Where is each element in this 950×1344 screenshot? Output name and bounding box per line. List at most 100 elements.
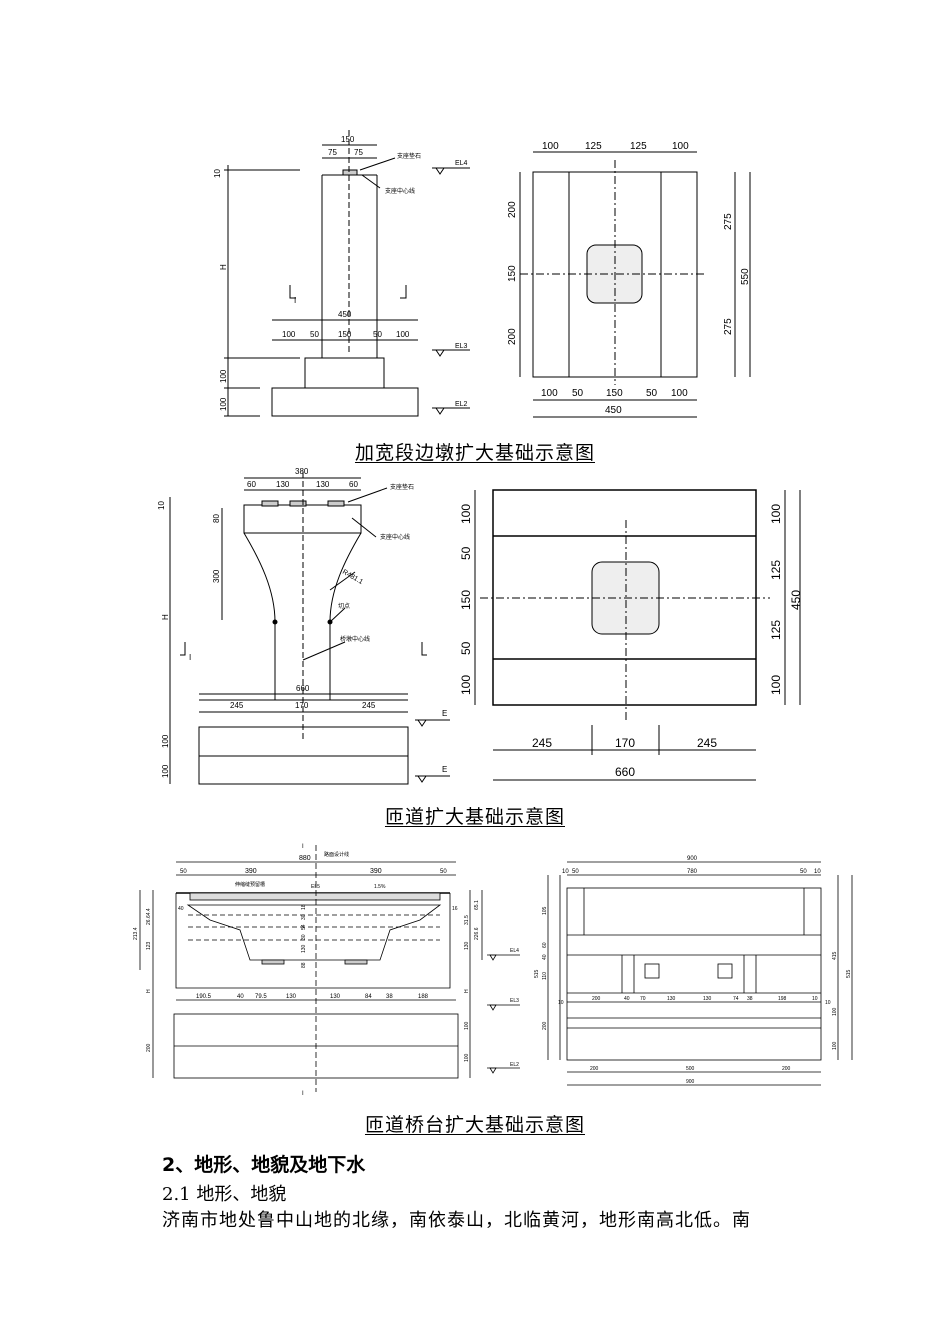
f2-dim-side-80: 80 — [212, 514, 221, 523]
f1r-bot-4: 100 — [671, 388, 688, 399]
f3r-mid-1: 40 — [624, 996, 630, 1002]
f1-dim-base-2: 150 — [338, 330, 352, 339]
f2r-left-0: 100 — [459, 504, 473, 524]
f3r-bot-1: 500 — [686, 1066, 695, 1072]
f1-el-mid: EL3 — [455, 343, 468, 350]
f2-label-bearing-pad: 支座垫石 — [390, 483, 414, 491]
figure-3-caption: 匝道桥台扩大基础示意图 — [364, 1114, 585, 1136]
figure-abutment-widening: 150 75 75 支座垫石 支座中心线 EL4 EL3 EL2 10 H 10… — [213, 130, 751, 418]
f1r-top-3: 100 — [672, 141, 689, 152]
f3-base-3: 130 — [286, 994, 297, 1000]
f2-el-mark-a: E — [442, 709, 447, 718]
f3-left-1: 26.64.4 — [146, 908, 152, 925]
f3-base-4: 130 — [330, 994, 341, 1000]
f3-left-4: H — [146, 989, 152, 993]
f1r-top-2: 125 — [630, 141, 647, 152]
figure-2-caption: 匝道扩大基础示意图 — [384, 806, 565, 828]
f1-dim-base-0: 100 — [282, 330, 296, 339]
f3r-left-5: 10 — [558, 1000, 564, 1006]
f2r-bot-total: 660 — [615, 765, 635, 779]
f2-label-pier-center: 桥墩中心线 — [340, 635, 370, 643]
f3r-left-6: 200 — [542, 1021, 548, 1030]
f3-right-0: 16 — [452, 906, 458, 912]
section-subheading: 2.1 地形、地貌 — [162, 1184, 287, 1205]
f3r-top-4: 10 — [814, 869, 821, 875]
f3-el-2: EL2 — [510, 1062, 519, 1068]
f2-dim-side-top: 10 — [157, 501, 166, 510]
f3-center-2: 54 — [301, 924, 307, 930]
f1-el-bot: EL2 — [455, 401, 468, 408]
f3r-right-3: 100 — [832, 1007, 838, 1016]
f3-dim-top-1: 390 — [245, 868, 257, 875]
f1-dim-base-3: 50 — [373, 330, 382, 339]
f3-dim-top-0: 50 — [180, 869, 187, 875]
section-heading: 2、地形、地貌及地下水 — [162, 1154, 366, 1176]
f3-center-3: 30 — [301, 934, 307, 940]
f3r-mid-2: 70 — [640, 996, 646, 1002]
f3r-bot-2: 200 — [782, 1066, 791, 1072]
f3-center-0: 18 — [301, 904, 307, 910]
f2r-left-4: 100 — [459, 675, 473, 695]
f2-dim-base-total: 660 — [296, 684, 310, 693]
plan-view — [547, 861, 853, 1086]
f2-dim-base-0: 245 — [230, 701, 244, 710]
f3-right-2: 65.1 — [474, 900, 480, 910]
f3r-mid-7: 198 — [778, 996, 787, 1002]
f3r-top-1: 50 — [572, 869, 579, 875]
f1r-top-1: 125 — [585, 141, 602, 152]
f3-base-5: 84 — [365, 994, 372, 1000]
f3-base-7: 188 — [418, 994, 429, 1000]
elevation-view — [169, 472, 450, 785]
f2r-right-0: 100 — [769, 504, 783, 524]
f3r-top-3: 50 — [800, 869, 807, 875]
f2r-bot-2: 245 — [697, 736, 717, 750]
f1-label-bearing-center: 支座中心线 — [385, 187, 415, 195]
f3-el-1: EL3 — [510, 998, 519, 1004]
f3-label-el5: EL5 — [311, 884, 320, 890]
f3r-left-0: 105 — [542, 906, 548, 915]
f2r-bot-1: 170 — [615, 736, 635, 750]
f3-label-design-line: 路面设计线 — [324, 851, 349, 858]
f2-dim-top-total: 380 — [295, 467, 309, 476]
f3r-left-3: 515 — [534, 969, 540, 978]
f1r-top-0: 100 — [542, 141, 559, 152]
f3r-mid-0: 200 — [592, 996, 601, 1002]
section-paragraph: 济南市地处鲁中山地的北缘，南依泰山，北临黄河，地形南高北低。南 — [162, 1210, 751, 1231]
f1-dim-side-h: H — [219, 264, 228, 270]
f2-label-radius: R481.1 — [341, 569, 364, 586]
f1-dim-side-100b: 100 — [219, 397, 228, 411]
f2-el-mark-b: E — [442, 765, 447, 774]
f3-label-joint: 伸缩缝预留槽 — [235, 881, 265, 888]
f3r-left-4: 110 — [542, 972, 548, 980]
f1-dim-side-top: 10 — [213, 169, 222, 178]
elevation-view — [139, 845, 520, 1092]
f3r-top-0: 10 — [562, 869, 569, 875]
f3-center-4: 130 — [301, 944, 307, 953]
f2-label-tangent: 切点 — [338, 602, 350, 610]
f3-right-1: 31.5 — [464, 915, 470, 925]
f2-dim-top-1: 130 — [276, 480, 290, 489]
f1-el-top: EL4 — [455, 160, 468, 167]
plan-view — [519, 151, 751, 418]
f3r-top-total: 900 — [687, 856, 698, 862]
f1-dim-half-b: 75 — [354, 148, 363, 157]
f2-dim-side-300: 300 — [212, 569, 221, 583]
f1-dim-top: 150 — [341, 135, 355, 144]
f3-center-1: 30 — [301, 914, 307, 920]
f3r-right-0: 415 — [832, 951, 838, 960]
f1r-left-0: 200 — [507, 201, 518, 218]
f2r-right-2: 125 — [769, 620, 783, 640]
f2-dim-base-2: 245 — [362, 701, 376, 710]
f3-right-3: 226.6 — [474, 927, 480, 940]
f3r-mid-3: 130 — [667, 996, 676, 1002]
f1r-left-1: 150 — [507, 265, 518, 282]
f3-left-3: 123 — [146, 941, 152, 950]
f3-dim-top-3: 50 — [440, 869, 447, 875]
f2r-left-3: 50 — [459, 641, 473, 655]
f2-dim-side-h: H — [161, 614, 170, 620]
f3r-right-4: 100 — [832, 1041, 838, 1050]
f3-base-6: 38 — [386, 994, 393, 1000]
f1-dim-base-4: 100 — [396, 330, 410, 339]
f2-dim-top-0: 60 — [247, 480, 256, 489]
f2-label-bearing-center: 支座中心线 — [380, 533, 410, 541]
